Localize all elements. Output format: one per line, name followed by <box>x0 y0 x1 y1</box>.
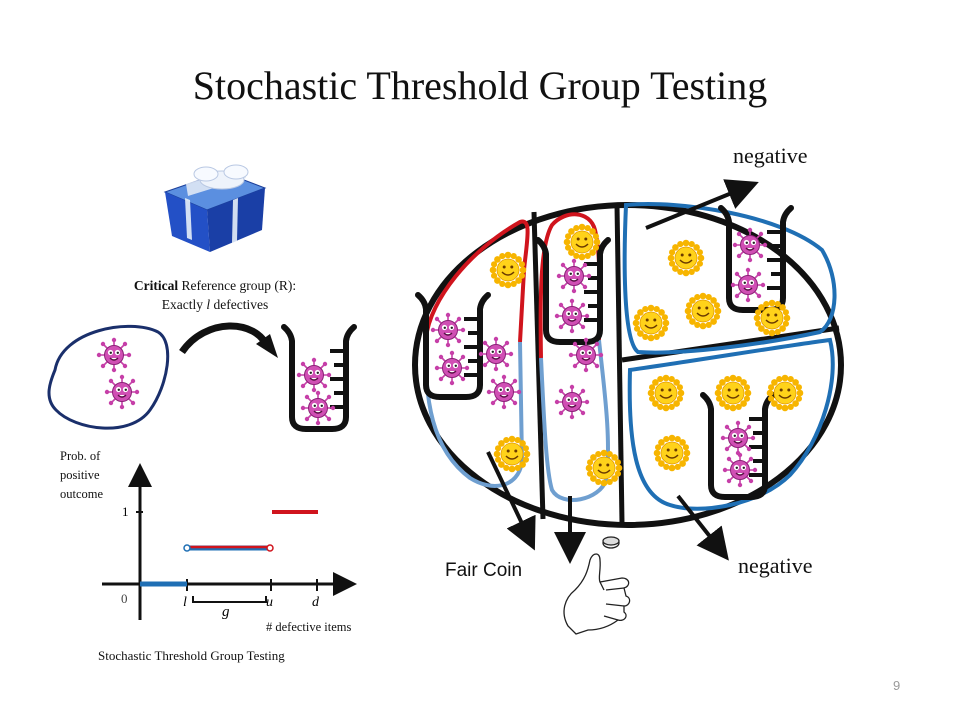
sun-icon <box>488 250 528 290</box>
negative-label-top: negative <box>733 143 808 168</box>
virus-icon <box>104 373 140 411</box>
slide-title: Stochastic Threshold Group Testing <box>192 63 768 108</box>
coin-flip-hand-icon <box>563 536 631 635</box>
virus-icon <box>485 373 523 411</box>
sun-icon <box>584 448 624 488</box>
sun-icon <box>652 433 692 473</box>
pool-diagram <box>412 179 844 564</box>
x-tick-label-0: 0 <box>121 591 128 606</box>
plot-x-label: # defective items <box>266 620 352 634</box>
sun-icon <box>646 373 686 413</box>
virus-icon <box>295 356 333 394</box>
negative-arrow-bottom <box>676 494 729 561</box>
pool-divider <box>531 211 546 520</box>
gap-bracket <box>192 596 267 603</box>
negative-group-outline <box>622 202 837 355</box>
open-endpoint-u <box>266 544 274 552</box>
sun-icon <box>666 238 706 278</box>
virus-icon <box>553 383 591 421</box>
coin-arrow-left <box>486 451 536 551</box>
virus-icon <box>719 419 757 457</box>
virus-icon <box>721 451 759 489</box>
virus-icon <box>429 311 467 349</box>
gap-label: g <box>222 604 230 620</box>
fair-coin-label: Fair Coin <box>445 560 523 581</box>
virus-icon <box>96 336 132 374</box>
x-tick-label-l: l <box>183 595 187 610</box>
sun-icon <box>683 291 723 331</box>
threshold-plot: 1 0 l u d g <box>102 463 357 620</box>
virus-icon <box>555 257 593 295</box>
x-tick-label-d: d <box>312 595 320 610</box>
reference-group-outline <box>47 324 170 430</box>
plot-y-label: Prob. of positive outcome <box>60 449 104 501</box>
sun-icon <box>562 222 602 262</box>
y-tick-label-1: 1 <box>122 504 129 519</box>
caption-line-2-suffix: defectives <box>210 297 269 312</box>
caption-line-1: Reference group (R): <box>178 278 297 293</box>
x-tick-label-u: u <box>266 595 273 610</box>
curved-arrow-icon <box>179 322 272 355</box>
caption-line-2-prefix: Exactly <box>161 297 207 312</box>
negative-arrow-top <box>645 179 759 230</box>
negative-group-outline <box>627 337 835 511</box>
group-blue-outline <box>539 339 610 502</box>
curved-arrow-head-icon <box>256 334 278 358</box>
gift-box-icon <box>163 164 267 252</box>
negative-label-bottom: negative <box>738 553 813 578</box>
virus-icon <box>477 335 515 373</box>
caption-variable-l: l <box>206 297 211 312</box>
pool-divider <box>621 325 840 363</box>
reference-group <box>47 324 170 430</box>
open-endpoint-l <box>183 544 191 552</box>
reference-group-caption: Critical Reference group (R): Exactly l … <box>100 276 330 314</box>
plot-caption: Stochastic Threshold Group Testing <box>98 648 285 663</box>
positive-group-red-outline <box>424 219 530 343</box>
virus-icon <box>299 389 337 427</box>
sun-icon <box>492 434 532 474</box>
reference-beaker <box>284 327 354 429</box>
sun-icon <box>765 373 805 413</box>
caption-bold-word: Critical <box>133 278 179 293</box>
virus-icon <box>433 349 471 387</box>
virus-icon <box>553 297 591 335</box>
sun-icon <box>631 303 671 343</box>
virus-icon <box>567 336 605 374</box>
page-number: 9 <box>893 678 901 693</box>
sun-icon <box>713 373 753 413</box>
sun-icon <box>752 298 792 338</box>
virus-icon <box>729 266 767 304</box>
virus-icon <box>731 227 769 264</box>
